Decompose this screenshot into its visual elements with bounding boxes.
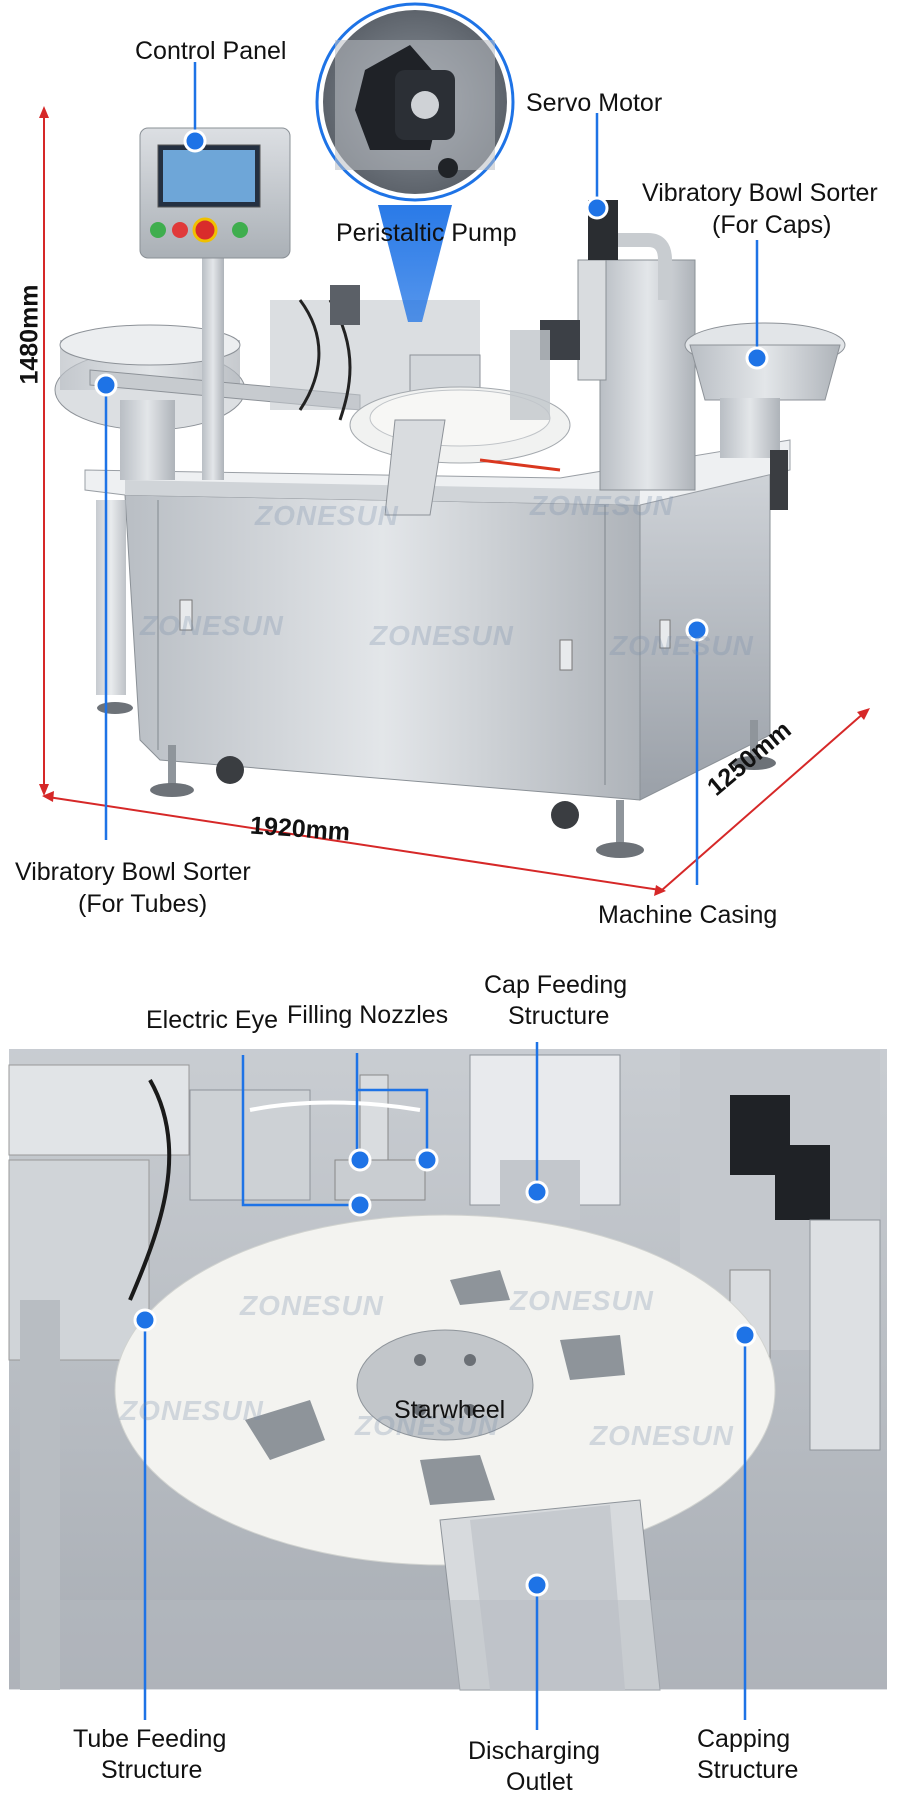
watermark: ZONESUN [120,1395,264,1426]
detail-photo [8,1049,887,1691]
watermark: ZONESUN [370,620,514,651]
label-machine-casing: Machine Casing [598,901,778,929]
callout-lines [104,62,759,1730]
control-panel-art [139,127,291,480]
peristaltic-pump-inset [315,2,515,322]
label-discharging-line1: Discharging [468,1737,601,1765]
label-bowl-caps-line2: (For Caps) [712,211,832,239]
label-bowl-tubes-line2: (For Tubes) [78,890,208,918]
label-cap-feeding-line2: Structure [508,1002,610,1030]
label-bowl-caps-line1: Vibratory Bowl Sorter [642,179,878,207]
watermark: ZONESUN [530,490,674,521]
watermark: ZONESUN [140,610,284,641]
watermark: ZONESUN [355,1410,499,1441]
label-filling-nozzles: Filling Nozzles [287,1001,449,1029]
watermark: ZONESUN [240,1290,384,1321]
watermark: ZONESUN [610,630,754,661]
label-bowl-tubes-line1: Vibratory Bowl Sorter [15,858,251,886]
label-servo-motor: Servo Motor [526,89,663,117]
label-electric-eye: Electric Eye [146,1006,278,1034]
servo-tower-art [510,200,696,491]
watermark: ZONESUN [510,1285,654,1316]
label-starwheel: Starwheel [394,1396,506,1424]
callout-dots [94,129,769,1597]
watermark: ZONESUN [255,500,399,531]
label-peristaltic-pump: Peristaltic Pump [336,219,517,247]
label-capping-line2: Structure [697,1756,799,1784]
machine-cabinet [84,439,791,858]
dimension-height: 1480mm [15,284,44,385]
label-control-panel: Control Panel [135,37,287,65]
label-capping-line1: Capping [697,1725,791,1753]
label-tube-feeding-line1: Tube Feeding [73,1725,227,1753]
label-discharging-line2: Outlet [506,1768,573,1796]
cap-bowl-sorter-art [684,322,846,510]
label-tube-feeding-line2: Structure [101,1756,203,1784]
watermark: ZONESUN [590,1420,734,1451]
label-cap-feeding-line1: Cap Feeding [484,971,628,999]
